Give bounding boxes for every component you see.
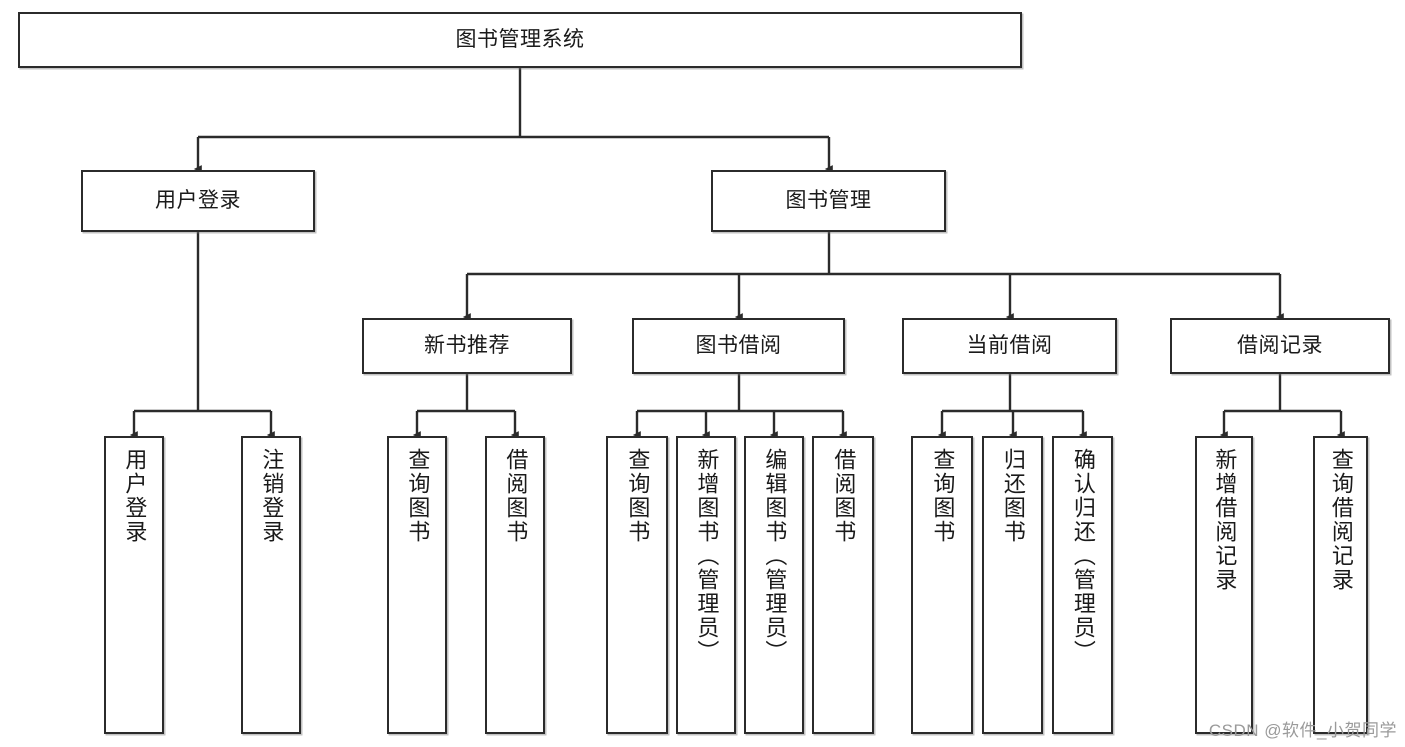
node-leaf-user-login[interactable]: 用户登录 — [104, 436, 164, 734]
node-leaf-query-book-2[interactable]: 查询图书 — [606, 436, 668, 734]
node-leaf-query-book-3[interactable]: 查询图书 — [911, 436, 973, 734]
csdn-watermark: CSDN @软件_小贺同学 — [1208, 721, 1397, 740]
node-label: 借阅图书 — [503, 448, 529, 544]
node-leaf-edit-book[interactable]: 编辑图书（管理员） — [744, 436, 804, 734]
node-label: 新增借阅记录 — [1212, 448, 1238, 592]
node-current-borrow[interactable]: 当前借阅 — [902, 318, 1117, 374]
node-label: 图书借阅 — [695, 333, 782, 357]
node-leaf-add-book[interactable]: 新增图书（管理员） — [676, 436, 736, 734]
node-label: 注销登录 — [259, 448, 285, 544]
node-label: 用户登录 — [155, 188, 241, 212]
node-leaf-confirm-return[interactable]: 确认归还（管理员） — [1052, 436, 1113, 734]
node-leaf-query-book-1[interactable]: 查询图书 — [387, 436, 447, 734]
node-label: 借阅记录 — [1237, 333, 1323, 357]
node-leaf-query-record[interactable]: 查询借阅记录 — [1313, 436, 1368, 734]
node-label: 图书管理 — [785, 188, 872, 212]
node-label: 图书管理系统 — [455, 27, 585, 51]
node-label: 归还图书 — [1000, 448, 1026, 544]
node-leaf-borrow-book-1[interactable]: 借阅图书 — [485, 436, 545, 734]
node-label: 当前借阅 — [966, 333, 1053, 357]
node-label: 编辑图书（管理员） — [762, 448, 788, 664]
node-leaf-add-record[interactable]: 新增借阅记录 — [1195, 436, 1253, 734]
node-new-book-rec[interactable]: 新书推荐 — [362, 318, 572, 374]
node-label: 确认归还（管理员） — [1070, 448, 1096, 664]
node-borrow-record[interactable]: 借阅记录 — [1170, 318, 1390, 374]
node-leaf-borrow-book-2[interactable]: 借阅图书 — [812, 436, 874, 734]
node-label: 借阅图书 — [831, 448, 857, 544]
node-label: 查询图书 — [405, 448, 431, 544]
node-label: 查询借阅记录 — [1328, 448, 1354, 592]
node-label: 新书推荐 — [424, 333, 510, 357]
node-label: 用户登录 — [122, 448, 148, 544]
node-leaf-logout[interactable]: 注销登录 — [241, 436, 301, 734]
node-book-borrow[interactable]: 图书借阅 — [632, 318, 845, 374]
node-book-manage[interactable]: 图书管理 — [711, 170, 946, 232]
node-root[interactable]: 图书管理系统 — [18, 12, 1022, 68]
node-label: 查询图书 — [930, 448, 956, 544]
node-leaf-return-book[interactable]: 归还图书 — [982, 436, 1043, 734]
node-user-login[interactable]: 用户登录 — [81, 170, 315, 232]
node-label: 新增图书（管理员） — [694, 448, 720, 664]
node-label: 查询图书 — [625, 448, 651, 544]
